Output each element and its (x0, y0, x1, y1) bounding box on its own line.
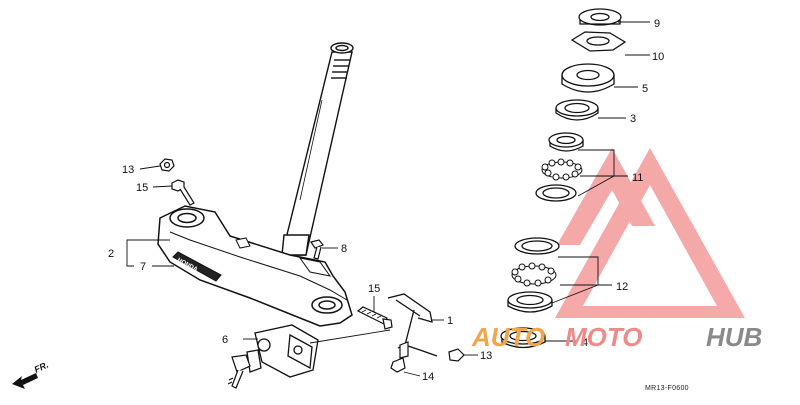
callout-14: 14 (422, 371, 434, 383)
callout-5: 5 (642, 83, 648, 95)
callout-labels: 9 10 5 3 11 12 4 13 15 2 7 8 15 1 6 13 1… (108, 18, 664, 383)
callout-8: 8 (341, 243, 347, 255)
leader-lines (126, 21, 650, 377)
callout-13-lower: 13 (480, 350, 492, 362)
lower-race-12 (507, 291, 553, 313)
watermark-logo-triangle (555, 148, 745, 318)
callout-2: 2 (108, 248, 114, 260)
adjusting-nut-5 (561, 63, 615, 93)
honda-emblem: HONDA (172, 251, 222, 282)
lock-nut-9 (578, 8, 622, 26)
watermark-hub: HUB (706, 322, 762, 352)
cap-nut-13-lower (448, 348, 465, 362)
bolt-15-top (171, 179, 195, 206)
steering-lock (246, 324, 319, 378)
callout-13-top: 13 (122, 164, 134, 176)
watermark-auto: AUTO (471, 322, 545, 352)
drawing-code: MR13-F0600 (645, 385, 689, 392)
steel-balls-12 (511, 262, 557, 287)
dust-seal-3 (555, 99, 599, 121)
callout-11: 11 (632, 172, 643, 184)
callout-15-top: 15 (136, 182, 148, 194)
watermark-moto: MOTO (565, 322, 643, 352)
lower-race-upper (535, 184, 577, 202)
callout-1: 1 (447, 315, 453, 327)
watermark-wordmark: AUTO MOTO HUB (471, 322, 762, 352)
bolt-15-lower (356, 306, 393, 330)
key (227, 354, 251, 389)
callout-3: 3 (630, 113, 636, 125)
callout-4: 4 (582, 337, 588, 349)
steel-balls-11 (541, 158, 583, 181)
callout-10: 10 (652, 51, 664, 63)
upper-bearing-race (548, 132, 584, 152)
bottom-bridge (157, 205, 353, 327)
dust-seal-4 (500, 327, 546, 349)
callout-7: 7 (140, 261, 146, 273)
callout-9: 9 (654, 18, 660, 30)
bolt-8 (310, 239, 324, 260)
front-direction-arrow: FR. (12, 360, 50, 389)
nut-13-top (159, 158, 175, 172)
callout-15-lower: 15 (368, 283, 380, 295)
bolt-14 (390, 341, 409, 373)
bearing-race-12-top (514, 237, 560, 255)
lock-spring-clip (387, 293, 438, 357)
lock-washer-10 (570, 31, 627, 52)
callout-12: 12 (616, 281, 628, 293)
steering-stem (281, 42, 354, 256)
front-label: FR. (33, 360, 50, 375)
callout-6: 6 (222, 334, 228, 346)
